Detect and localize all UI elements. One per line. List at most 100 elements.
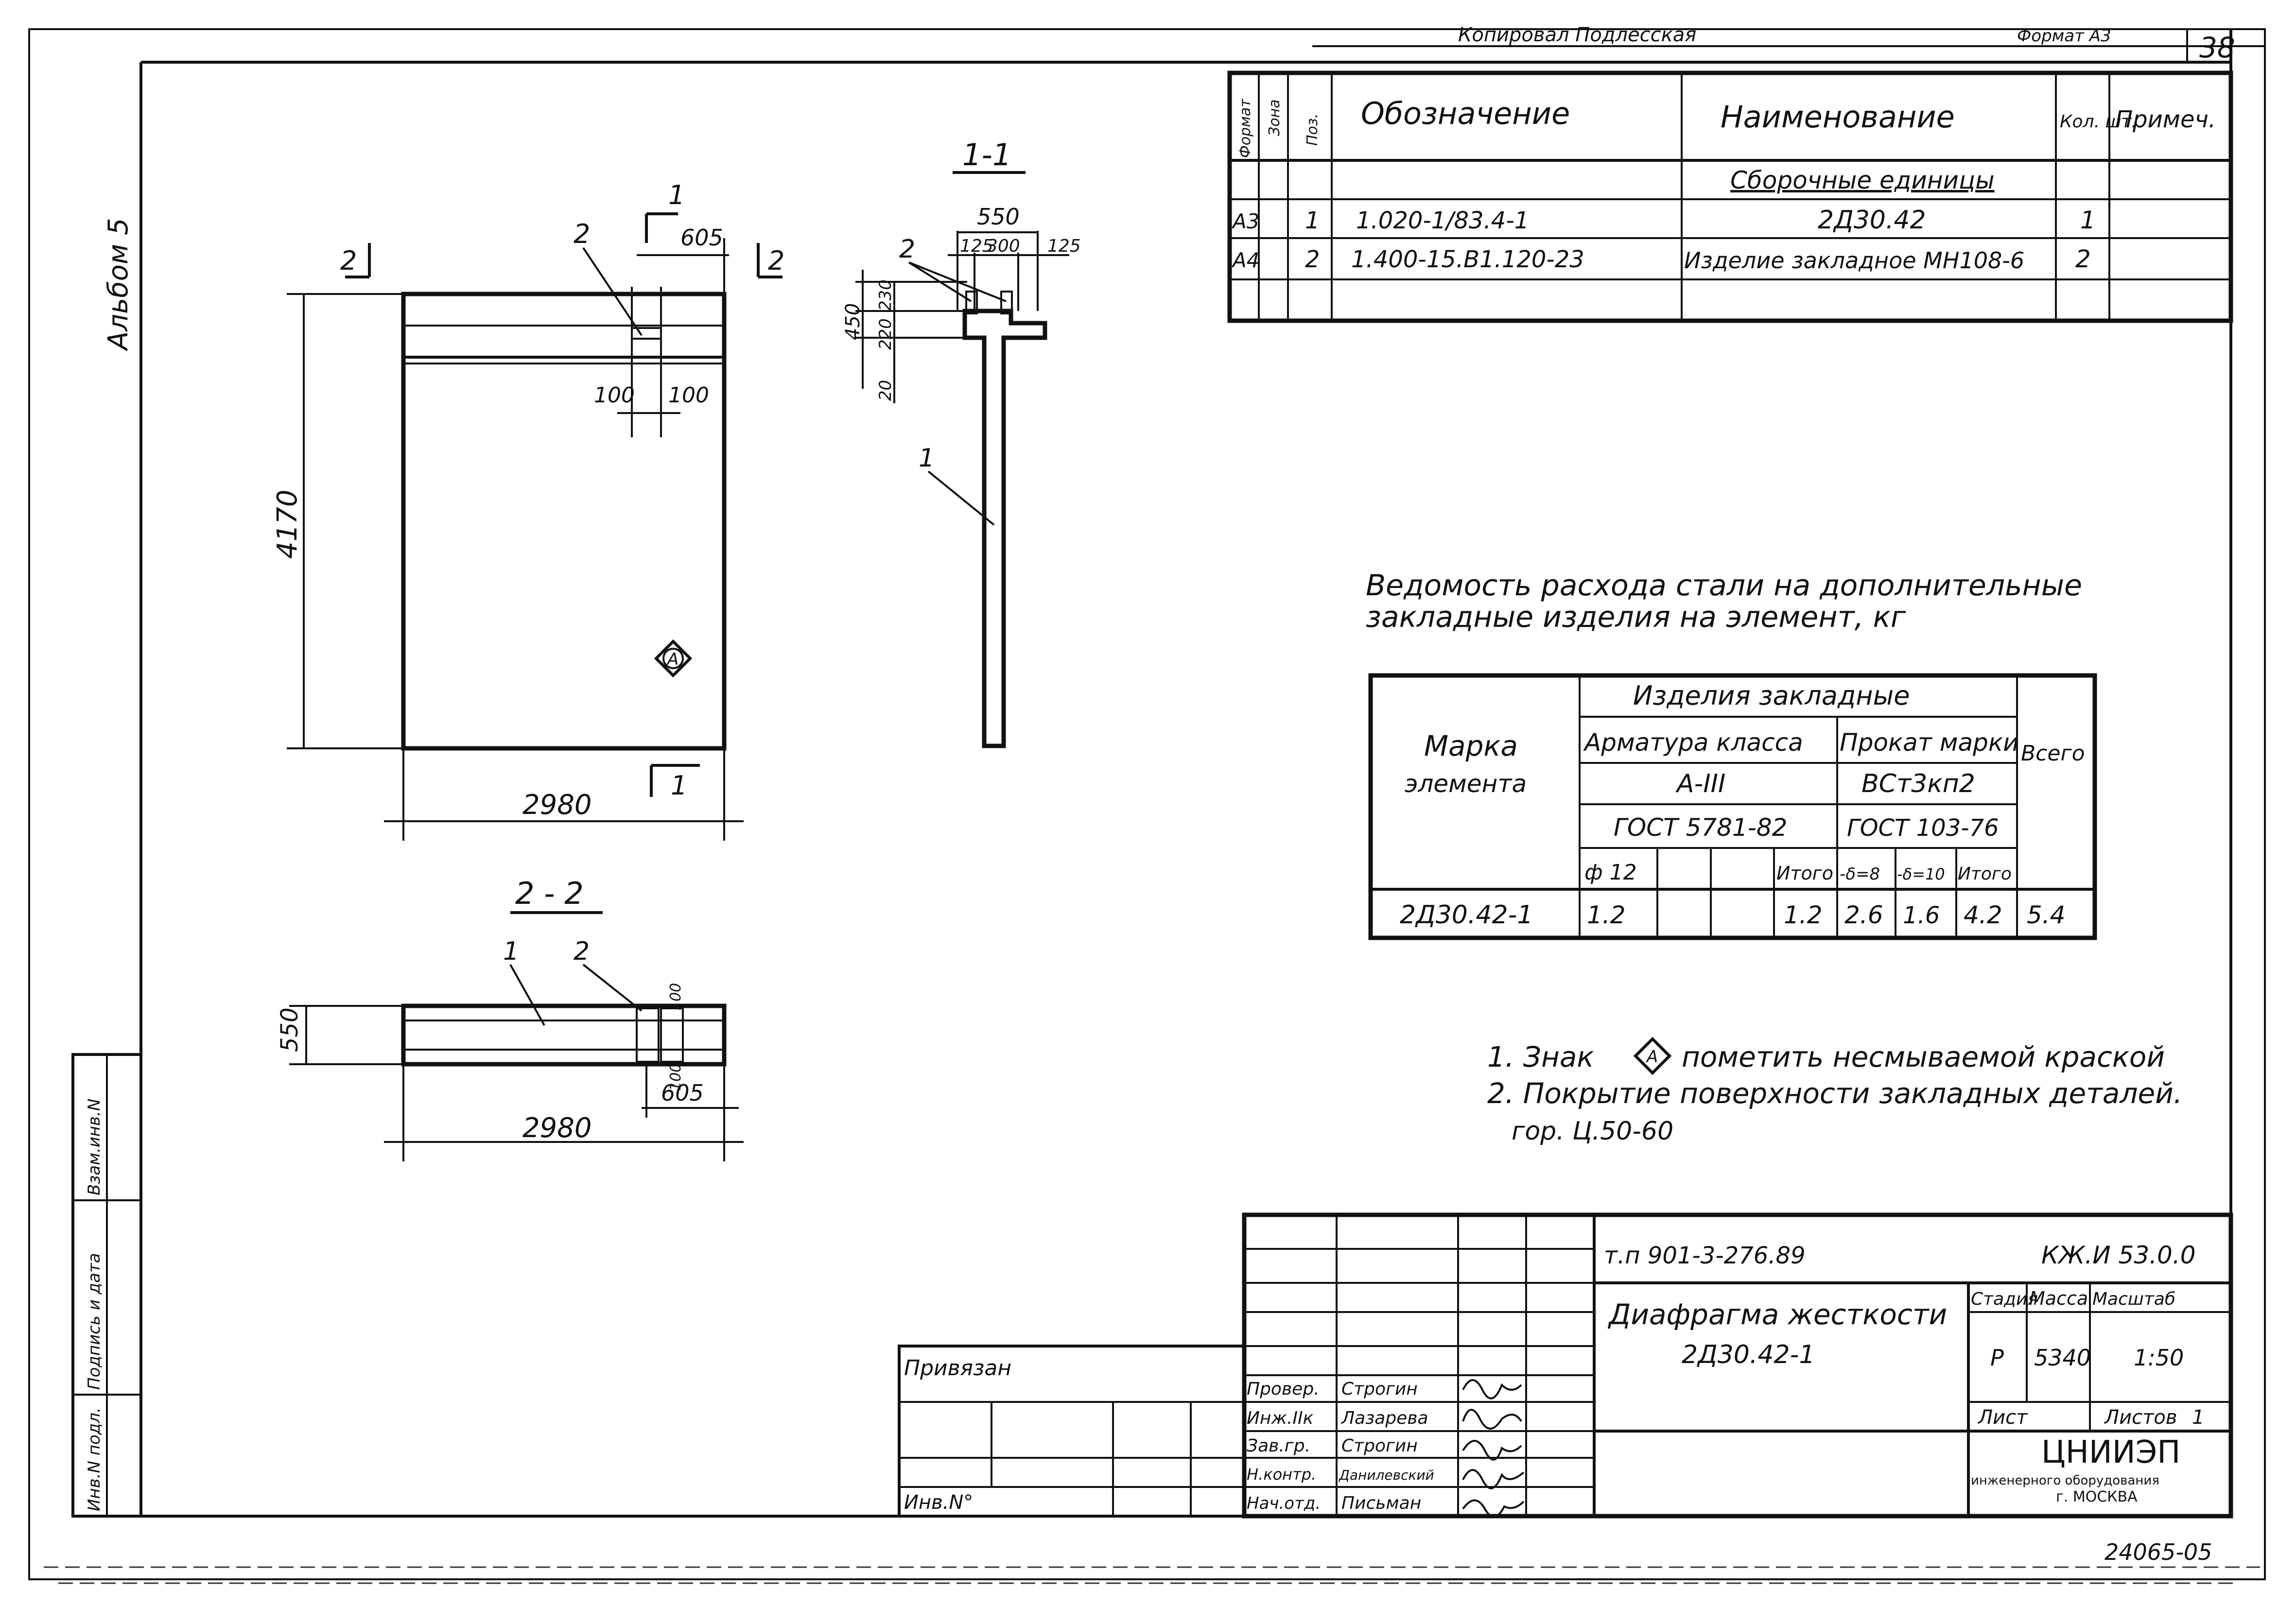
spec-section-title: Сборочные единицы <box>1730 166 1995 194</box>
steel-subcol-5: -δ=10 <box>1897 865 1945 883</box>
section-2-2-pos-1: 1 <box>503 937 519 966</box>
steel-rebar-gost: ГОСТ 5781-82 <box>1614 813 1787 842</box>
inv-label: Инв.N° <box>904 1491 973 1514</box>
steel-subcol-3: Итого <box>1776 863 1833 884</box>
steel-mark-header-2: элемента <box>1405 770 1527 798</box>
steel-rebar-header: Арматура класса <box>1583 728 1803 757</box>
scale-header: Масштаб <box>2092 1289 2175 1309</box>
front-marker-diamond <box>654 639 693 678</box>
section-1-1-dim-a: 125 <box>960 236 993 256</box>
section-1-1-dim-220: 220 <box>876 318 895 350</box>
front-section-2-right: 2 <box>768 245 784 276</box>
section-1-1-shape <box>962 309 1047 748</box>
name-1: Лазарева <box>1340 1408 1428 1428</box>
front-view: 100 100 4170 2980 605 1 1 2 2 2 А <box>272 180 784 841</box>
spec-col-designation: Обозначение <box>1361 96 1570 131</box>
section-2-2-dim-100b: 100 <box>667 1063 684 1091</box>
steel-row-total: 5.4 <box>2027 901 2066 929</box>
role-2: Зав.гр. <box>1247 1436 1310 1456</box>
spec-col-zone: Зона <box>1266 99 1283 136</box>
sheets-count: 1 <box>2192 1406 2204 1429</box>
section-1-1: 1-1 550 125 300 125 450 220 230 20 2 1 <box>842 137 1081 748</box>
steel-subcol-4: -δ=8 <box>1840 864 1880 884</box>
signature-1 <box>1462 1409 1522 1430</box>
front-pos-label: 2 <box>574 219 590 249</box>
footer-code: 24065-05 <box>2105 1539 2212 1565</box>
signature-0 <box>1462 1379 1522 1400</box>
spec-r2-format: А4 <box>1231 248 1259 272</box>
org-sub-2: г. МОСКВА <box>2056 1488 2138 1505</box>
stage-value: Р <box>1990 1345 2004 1371</box>
sheet-label: Лист <box>1977 1406 2028 1429</box>
section-1-1-pos-1: 1 <box>919 444 935 473</box>
stamp-inv-orig: Инв.N подл. <box>85 1407 104 1511</box>
section-1-1-title: 1-1 <box>962 137 1011 173</box>
note-1-marker: А <box>1646 1047 1658 1067</box>
name-4: Письман <box>1341 1493 1421 1513</box>
steel-table: Ведомость расхода стали на дополнительны… <box>1366 569 2097 940</box>
spec-col-qty: Кол. шт. <box>2060 112 2137 132</box>
sheet-number: 38 <box>2199 31 2235 64</box>
spec-r1-format: А3 <box>1231 209 1259 233</box>
drawing-code: КЖ.И 53.0.0 <box>2041 1241 2196 1269</box>
signature-3 <box>1462 1469 1525 1489</box>
steel-row-val-3: 1.2 <box>1784 901 1823 929</box>
steel-rolled-header: Прокат марки <box>1840 728 2019 757</box>
section-2-2-title: 2 - 2 <box>515 876 584 911</box>
left-stamp: Взам.инв.N Подпись и дата Инв.N подл. <box>71 1053 142 1518</box>
doc-code: т.п 901-3-276.89 <box>1604 1242 1806 1269</box>
steel-row-val-0: 1.2 <box>1587 901 1626 929</box>
section-1-1-dim-total: 550 <box>977 204 1020 230</box>
spec-col-pos: Поз. <box>1304 114 1321 146</box>
spec-r2-name: Изделие закладное МН108-6 <box>1684 247 2024 274</box>
front-width-dim: 2980 <box>522 789 592 821</box>
role-3: Н.контр. <box>1247 1465 1316 1484</box>
copy-note: Копировал Подлесская <box>1458 24 1696 46</box>
steel-title-1: Ведомость расхода стали на дополнительны… <box>1366 569 2082 603</box>
spec-col-format: Формат <box>1237 98 1254 158</box>
front-gap-right: 100 <box>668 383 709 408</box>
note-2-line-1: 2. Покрытие поверхности закладных детале… <box>1487 1077 2182 1110</box>
steel-rolled-grade: ВСт3кп2 <box>1861 769 1975 798</box>
front-gap-left: 100 <box>594 383 635 408</box>
front-offset-dim: 605 <box>680 225 723 251</box>
section-1-1-pos-2: 2 <box>899 235 915 264</box>
steel-row-val-4: 2.6 <box>1844 901 1883 929</box>
org-sub-1: инженерного оборудования <box>1971 1473 2159 1488</box>
title-block: Привязан Инв.N° Провер. Инж.IIк Зав.гр. … <box>898 1212 2233 1519</box>
album-label: Альбом 5 <box>103 218 134 351</box>
spec-r2-designation: 1.400-15.В1.120-23 <box>1351 246 1584 273</box>
steel-row-val-5: 1.6 <box>1903 902 1940 929</box>
note-1-prefix: 1. Знак <box>1487 1040 1594 1073</box>
spec-r1-designation: 1.020-1/83.4-1 <box>1356 207 1529 234</box>
spec-col-note: Примеч. <box>2115 106 2216 133</box>
section-2-2-height-dim: 550 <box>276 1007 303 1052</box>
steel-row-val-6: 4.2 <box>1964 901 2002 929</box>
spec-r2-pos: 2 <box>1305 246 1320 273</box>
spec-r1-qty: 1 <box>2080 206 2096 234</box>
section-2-2-width-dim: 2980 <box>522 1112 592 1144</box>
mass-value: 5340 <box>2034 1345 2091 1371</box>
spec-r1-pos: 1 <box>1305 207 1320 234</box>
name-2: Строгин <box>1341 1436 1418 1456</box>
note-1-suffix: пометить несмываемой краской <box>1682 1040 2165 1073</box>
steel-row-mark: 2Д30.42-1 <box>1400 900 1533 930</box>
section-1-1-dim-c: 125 <box>1047 236 1081 256</box>
steel-group-header: Изделия закладные <box>1633 680 1910 711</box>
front-section-2-left: 2 <box>340 245 357 276</box>
section-1-1-dim-h: 450 <box>842 303 864 340</box>
signature-4 <box>1462 1499 1525 1518</box>
stamp-inv-subst: Взам.инв.N <box>85 1099 104 1195</box>
title-line-2: 2Д30.42-1 <box>1682 1340 1815 1369</box>
format-note: Формат А3 <box>2017 26 2111 46</box>
steel-title-2: закладные изделия на элемент, кг <box>1366 600 1906 634</box>
name-0: Строгин <box>1341 1379 1418 1399</box>
title-line-1: Диафрагма жесткости <box>1607 1298 1947 1331</box>
attached-label: Привязан <box>904 1356 1011 1381</box>
section-2-2: 2 - 2 1 2 550 2980 605 100 100 <box>276 876 744 1161</box>
steel-subcol-6: Итого <box>1958 864 2012 884</box>
section-2-2-pos-2: 2 <box>574 937 590 966</box>
role-4: Нач.отд. <box>1247 1494 1321 1513</box>
front-section-1-bottom: 1 <box>671 770 687 801</box>
